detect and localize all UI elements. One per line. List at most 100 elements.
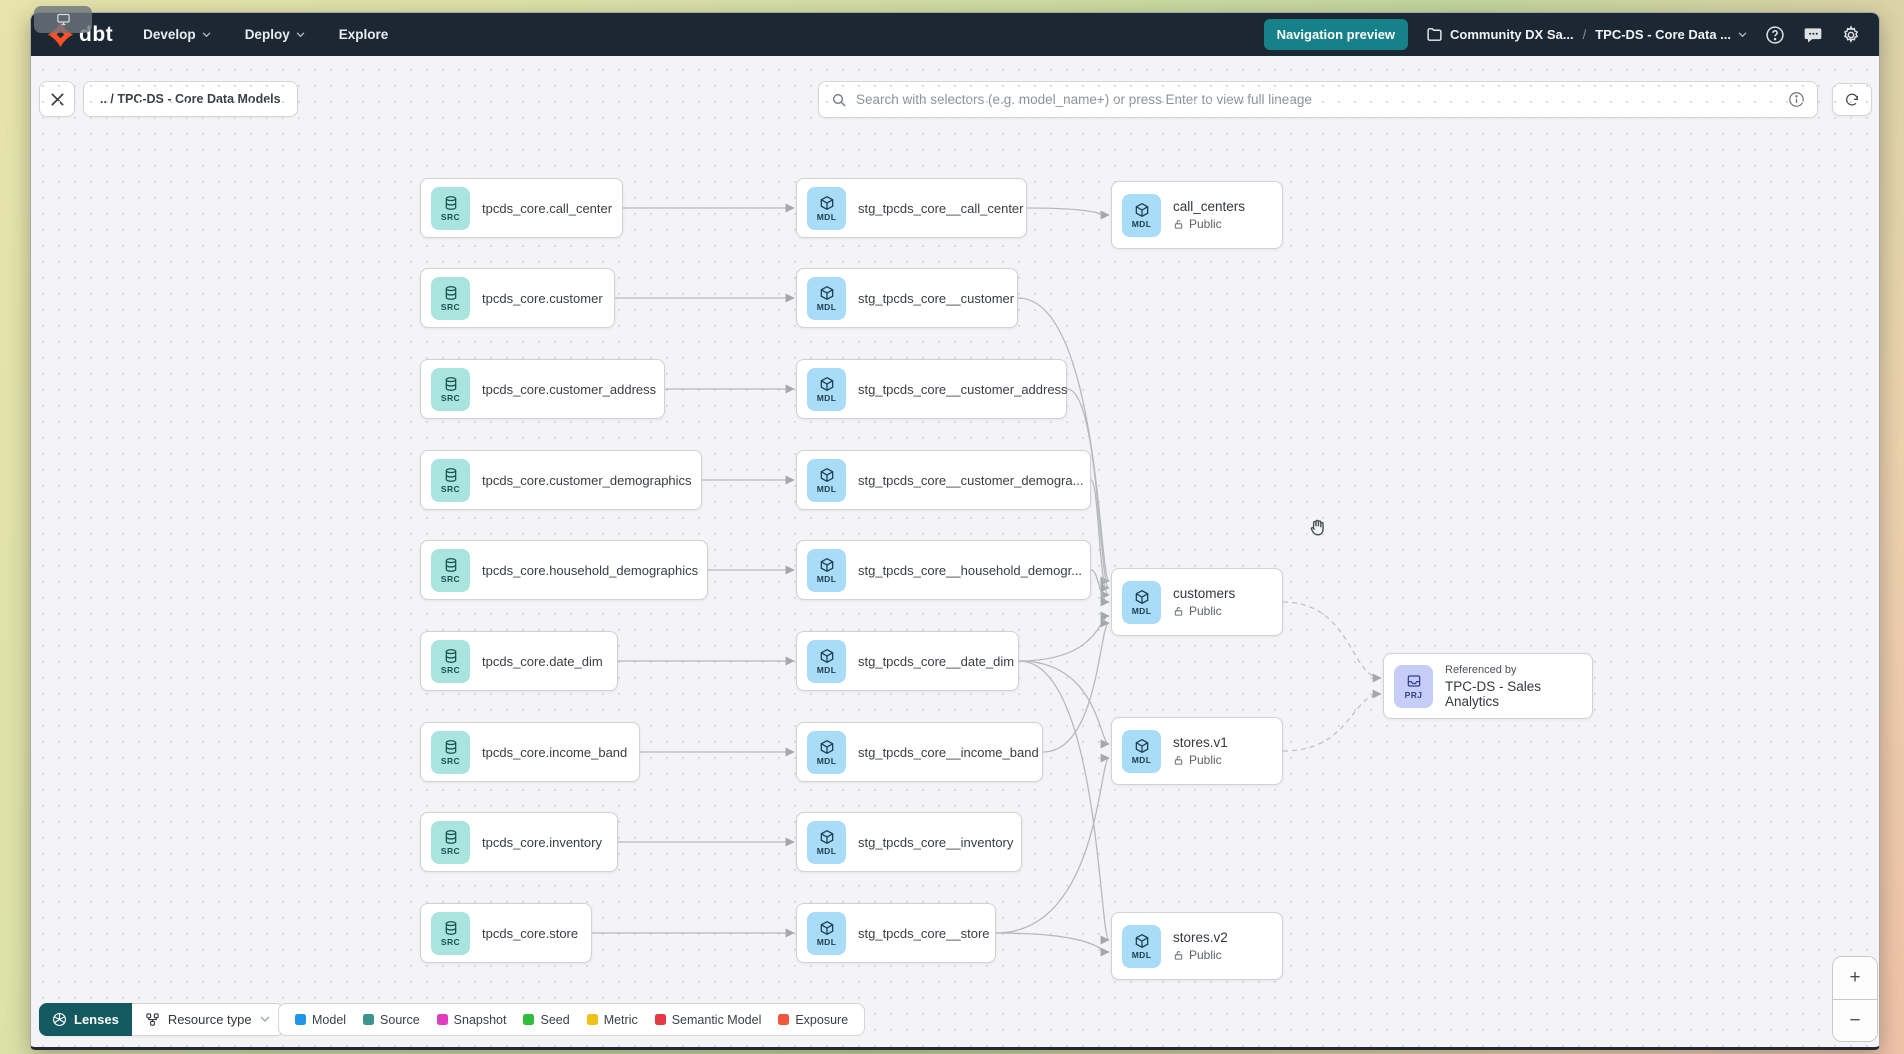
- source-badge: SRC: [431, 458, 470, 502]
- cube-icon: [819, 467, 835, 483]
- legend-swatch: [523, 1014, 535, 1025]
- zoom-controls: + −: [1832, 956, 1878, 1042]
- zoom-in-button[interactable]: +: [1833, 957, 1877, 999]
- legend-item: Source: [363, 1013, 420, 1027]
- grab-hand-icon: [1306, 516, 1330, 540]
- lineage-node[interactable]: SRC tpcds_core.date_dim: [420, 631, 618, 691]
- node-label: stg_tpcds_core__call_center: [858, 200, 1024, 216]
- node-label: tpcds_core.store: [482, 925, 579, 941]
- model-badge: MDL: [807, 186, 846, 230]
- model-badge: MDL: [807, 548, 846, 592]
- legend-item: Seed: [523, 1013, 570, 1027]
- nav-item-develop[interactable]: Develop: [143, 27, 211, 42]
- database-icon: [443, 557, 459, 573]
- breadcrumb-project[interactable]: Community DX Sa...: [1450, 27, 1574, 42]
- cube-icon: [819, 739, 835, 755]
- node-label: stg_tpcds_core__store: [858, 925, 990, 941]
- model-badge: MDL: [1122, 193, 1161, 237]
- database-icon: [443, 467, 459, 483]
- model-badge: MDL: [1122, 924, 1161, 968]
- node-eyebrow: Referenced by: [1445, 663, 1517, 676]
- lenses-control: Lenses Resource type: [39, 1003, 284, 1036]
- cube-icon: [819, 829, 835, 845]
- database-icon: [443, 739, 459, 755]
- legend-label: Exposure: [795, 1012, 849, 1027]
- source-badge: SRC: [431, 911, 470, 955]
- lineage-node[interactable]: SRC tpcds_core.inventory: [420, 812, 618, 872]
- screen-share-widget: [34, 6, 92, 33]
- node-label: stg_tpcds_core__inventory: [858, 834, 1014, 850]
- access-badge: Public: [1173, 753, 1228, 767]
- help-circle-icon[interactable]: [1765, 25, 1785, 45]
- node-title: stores.v2: [1173, 930, 1228, 945]
- unlock-icon: [1173, 950, 1184, 961]
- nav-item-label: Develop: [143, 27, 196, 42]
- breadcrumb-page[interactable]: TPC-DS - Core Data ...: [1595, 27, 1731, 42]
- database-icon: [443, 829, 459, 845]
- nav-item-deploy[interactable]: Deploy: [245, 27, 305, 42]
- chevron-down-icon: [260, 1016, 270, 1023]
- source-badge: SRC: [431, 730, 470, 774]
- unlock-icon: [1173, 606, 1184, 617]
- app-window: dbt Develop Deploy Explore Navigation pr…: [30, 12, 1880, 1050]
- chevron-down-icon: [296, 31, 305, 37]
- nav-item-label: Explore: [338, 27, 389, 42]
- node-title: call_centers: [1173, 199, 1246, 214]
- project-badge: PRJ: [1394, 664, 1433, 708]
- source-badge: SRC: [431, 820, 470, 864]
- lineage-node[interactable]: SRC tpcds_core.store: [420, 903, 592, 963]
- cube-icon: [819, 648, 835, 664]
- legend-label: Snapshot: [453, 1012, 507, 1027]
- unlock-icon: [1173, 219, 1184, 230]
- lenses-label: Lenses: [74, 1012, 119, 1027]
- nav-item-explore[interactable]: Explore: [339, 27, 389, 42]
- zoom-out-button[interactable]: −: [1833, 999, 1877, 1041]
- resource-type-label: Resource type: [167, 1012, 252, 1027]
- breadcrumb[interactable]: Community DX Sa... / TPC-DS - Core Data …: [1426, 26, 1747, 43]
- model-badge: MDL: [1122, 729, 1161, 773]
- node-label: tpcds_core.customer: [482, 290, 603, 306]
- node-label: tpcds_core.customer_address: [482, 381, 657, 397]
- cube-icon: [819, 920, 835, 936]
- database-icon: [443, 920, 459, 936]
- lenses-button[interactable]: Lenses: [39, 1003, 132, 1036]
- nav-item-label: Deploy: [244, 27, 290, 42]
- navigation-preview-button[interactable]: Navigation preview: [1263, 19, 1409, 50]
- source-badge: SRC: [431, 639, 470, 683]
- node-label: tpcds_core.date_dim: [482, 653, 603, 669]
- gear-icon[interactable]: [1841, 24, 1861, 45]
- lineage-node[interactable]: MDL stg_tpcds_core__call_center: [796, 178, 1027, 238]
- node-label: tpcds_core.inventory: [482, 834, 602, 850]
- edges-layer: [592, 203, 1382, 957]
- node-label: tpcds_core.call_center: [482, 200, 613, 216]
- legend-swatch: [363, 1014, 375, 1025]
- feedback-bubble-icon[interactable]: [1803, 25, 1823, 45]
- resource-type-dropdown[interactable]: Resource type: [131, 1003, 284, 1036]
- lineage-node[interactable]: MDL call_centers Public: [1111, 181, 1283, 249]
- navbar-right: Navigation preview Community DX Sa... / …: [1263, 19, 1861, 50]
- cube-icon: [819, 285, 835, 301]
- access-badge: Public: [1173, 217, 1245, 231]
- database-icon: [443, 376, 459, 392]
- legend-item: Snapshot: [436, 1012, 507, 1027]
